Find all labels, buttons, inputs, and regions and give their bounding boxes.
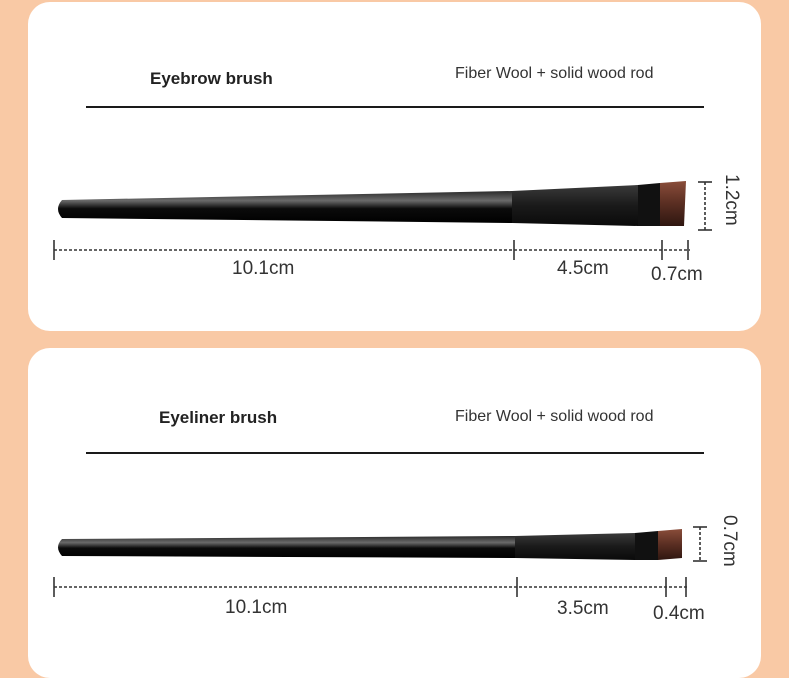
bristle-width-label: 1.2cm — [721, 174, 742, 226]
eyebrow-brush-image — [58, 181, 686, 226]
ferrule-length-label: 3.5cm — [557, 598, 609, 619]
brush-crimp — [635, 531, 658, 560]
eyeliner-brush-card: Eyeliner brush Fiber Wool + solid wood r… — [28, 348, 761, 678]
bristle-length-label: 0.4cm — [653, 603, 705, 624]
eyebrow-brush-card: Eyebrow brush Fiber Wool + solid wood ro… — [28, 2, 761, 331]
bristle-length-label: 0.7cm — [651, 264, 703, 285]
handle-length-label: 10.1cm — [232, 258, 295, 279]
brush-illustrations — [53, 181, 712, 597]
brush-ferrule — [515, 533, 635, 560]
eyeliner-brush-image — [58, 529, 682, 560]
eyeliner-dimension-lines — [53, 526, 707, 597]
brush-ferrule — [512, 185, 638, 226]
product-title: Eyeliner brush — [159, 408, 278, 427]
handle-length-label: 10.1cm — [225, 597, 288, 618]
ferrule-length-label: 4.5cm — [557, 258, 609, 279]
divider — [86, 106, 704, 108]
bristle-width-label: 0.7cm — [719, 515, 740, 567]
material-label: Fiber Wool + solid wood rod — [455, 408, 654, 425]
brush-handle — [58, 536, 515, 558]
brush-bristles — [660, 181, 686, 226]
eyebrow-dimension-lines — [53, 181, 712, 260]
brush-handle — [58, 191, 512, 223]
product-title: Eyebrow brush — [150, 69, 273, 88]
divider — [86, 452, 704, 454]
material-label: Fiber Wool + solid wood rod — [455, 65, 654, 82]
brush-bristles — [658, 529, 682, 560]
